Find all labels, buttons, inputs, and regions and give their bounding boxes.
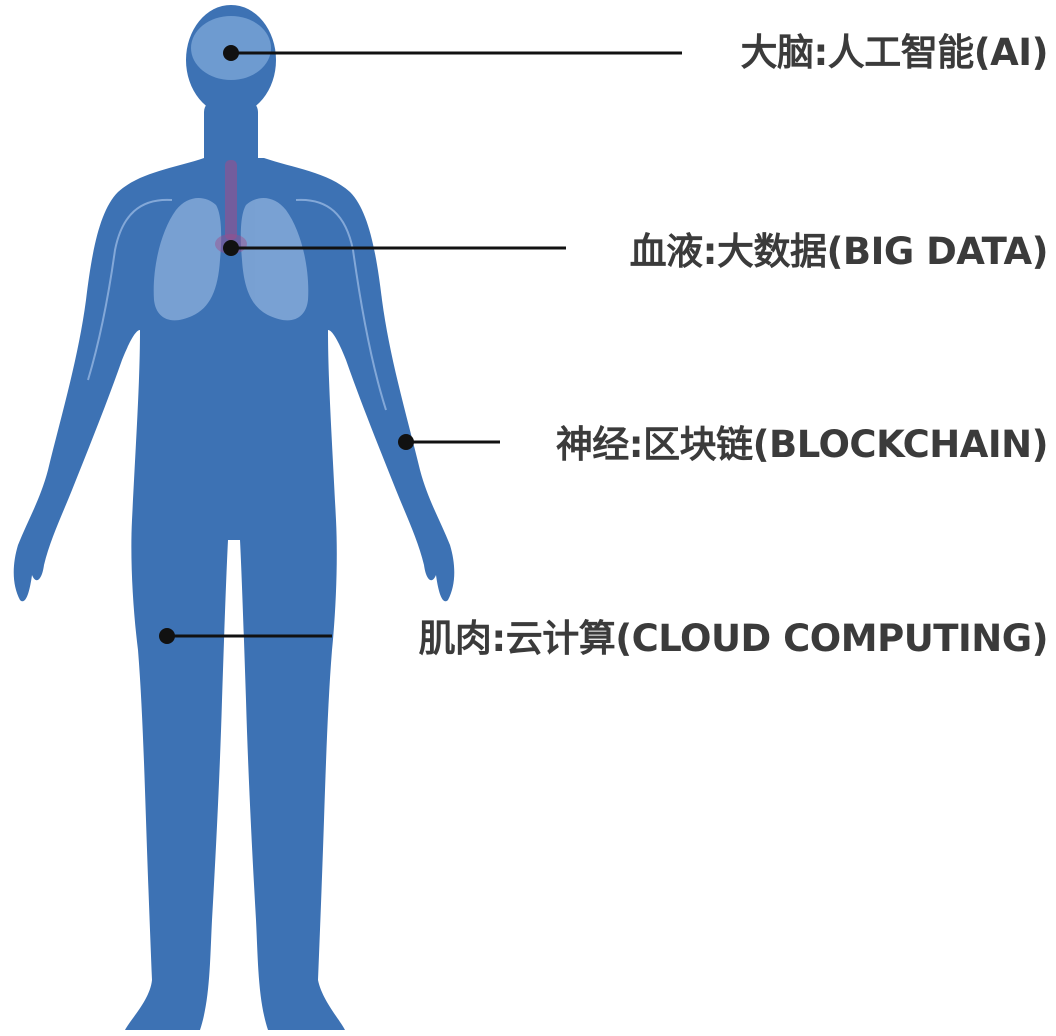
- left-lung-shape: [153, 198, 222, 321]
- blood-leader-dot: [223, 240, 239, 256]
- right-lung-shape: [240, 198, 309, 321]
- nerve-leader-dot: [398, 434, 414, 450]
- torso-limbs-shape: [13, 158, 455, 1030]
- nerve-blockchain-label: 神经:区块链(BLOCKCHAIN): [555, 423, 1049, 466]
- brain-leader-dot: [223, 45, 239, 61]
- lungs: [153, 198, 309, 321]
- nerve-lines: [87, 198, 387, 411]
- trachea-shape: [225, 160, 237, 240]
- blood-big-data-label: 血液:大数据(BIG DATA): [629, 230, 1049, 273]
- muscle-cloud-computing-label: 肌肉:云计算(CLOUD COMPUTING): [418, 617, 1048, 660]
- body-silhouette: [13, 5, 455, 1030]
- muscle-leader-dot: [159, 628, 175, 644]
- brain-ai-label: 大脑:人工智能(AI): [740, 31, 1048, 74]
- left-arm-nerve: [87, 198, 173, 381]
- neck-shape: [204, 100, 258, 170]
- leader-lines: [159, 45, 682, 644]
- right-arm-nerve: [295, 198, 387, 411]
